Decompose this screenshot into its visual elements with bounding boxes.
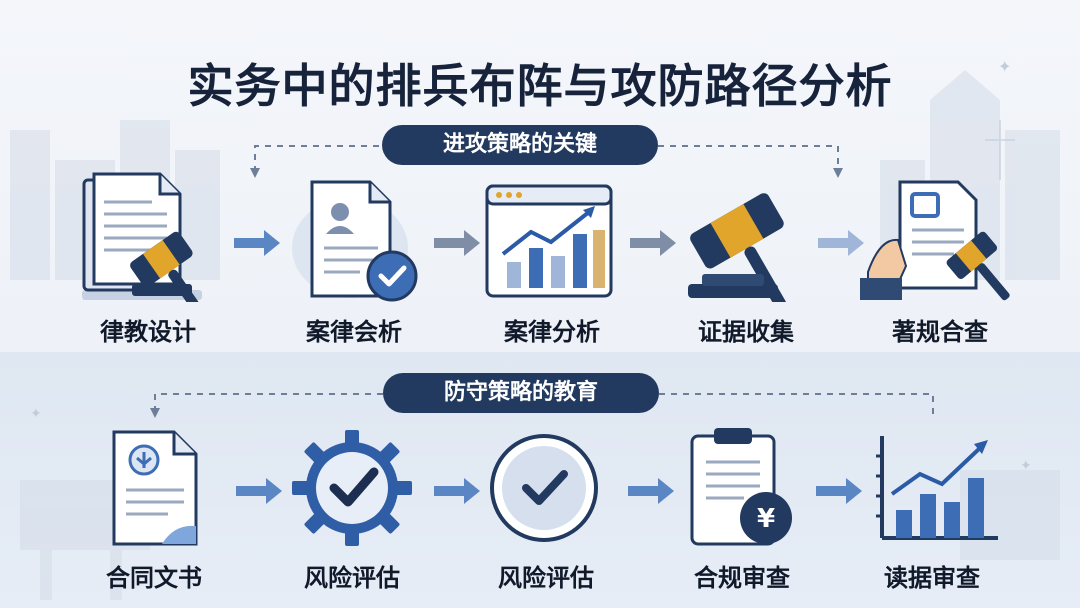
bar-chart-trend-icon	[876, 436, 998, 540]
contract-document-icon	[112, 430, 198, 546]
defense-step-5-label: 读据审查	[884, 564, 980, 592]
offense-arrow-4	[818, 230, 864, 256]
defense-arrow-3	[628, 478, 674, 504]
svg-text:✦: ✦	[30, 406, 42, 422]
offense-header-pill: 进攻策略的关键	[382, 125, 658, 165]
offense-arrow-1	[234, 230, 280, 256]
growth-chart-icon	[485, 184, 613, 298]
gavel-document-icon	[82, 172, 205, 302]
offense-step-5-label: 著规合查	[892, 318, 988, 346]
offense-step-3-label: 案律分析	[504, 318, 600, 346]
svg-text:¥: ¥	[757, 504, 775, 534]
defense-step-4-label: 合规审查	[694, 564, 790, 592]
defense-step-3-label: 风险评估	[498, 564, 594, 592]
defense-header-pill: 防守策略的教育	[383, 373, 659, 413]
offense-arrow-3	[630, 230, 676, 256]
offense-step-4-label: 证据收集	[698, 318, 794, 346]
defense-arrow-2	[434, 478, 480, 504]
gavel-icon	[688, 193, 787, 302]
defense-arrow-1	[236, 478, 282, 504]
svg-text:✦: ✦	[998, 57, 1011, 76]
profile-document-check-icon	[292, 180, 418, 302]
defense-step-1-label: 合同文书	[106, 564, 202, 592]
clock-check-icon	[490, 434, 598, 542]
page-title: 实务中的排兵布阵与攻防路径分析	[187, 59, 893, 113]
offense-arrow-2	[434, 230, 480, 256]
offense-step-2-label: 案律会析	[306, 318, 402, 346]
offense-step-1-label: 律教设计	[100, 318, 196, 346]
defense-step-2-label: 风险评估	[304, 564, 400, 592]
defense-arrow-4	[816, 478, 862, 504]
hand-document-gavel-icon	[860, 180, 1010, 301]
svg-text:✦: ✦	[1020, 458, 1032, 474]
gear-check-icon	[292, 430, 412, 546]
clipboard-yen-icon: ¥	[690, 428, 792, 546]
